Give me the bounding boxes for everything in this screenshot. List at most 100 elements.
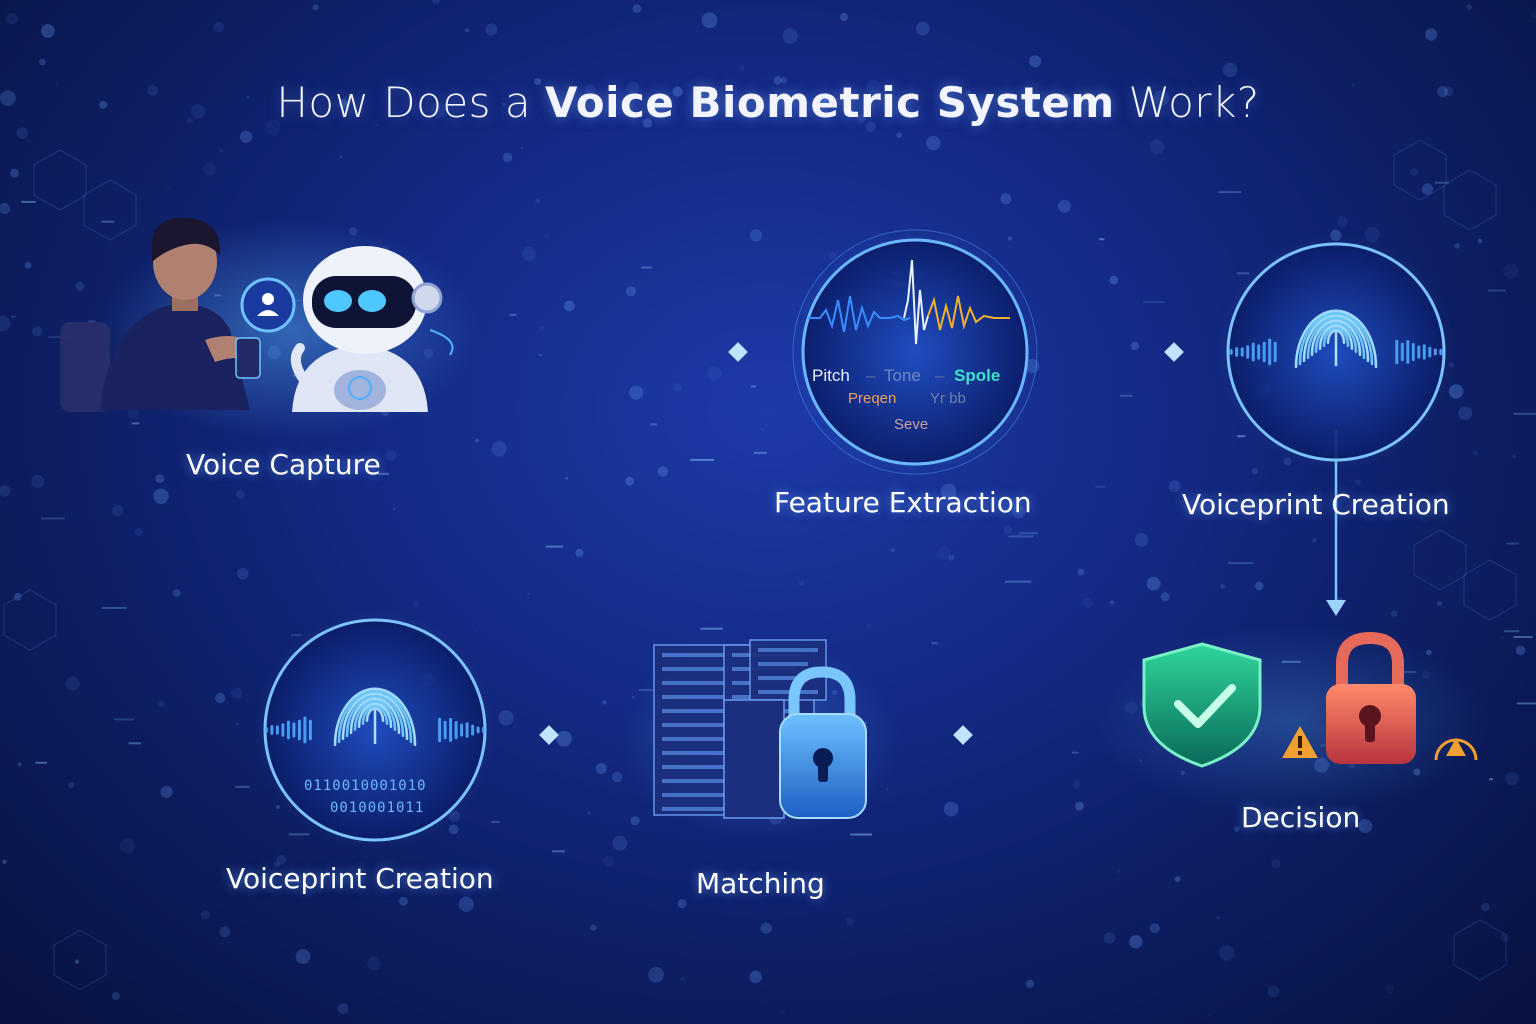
feature-tone: Tone — [884, 366, 921, 385]
bokeh-particle — [55, 81, 60, 87]
bokeh-particle — [725, 92, 732, 98]
bokeh-particle — [276, 805, 280, 809]
arrow-down-icon — [1326, 600, 1346, 616]
soundwave-bar — [454, 721, 458, 740]
fingerprint-ridge — [1322, 326, 1350, 347]
bokeh-particle — [1296, 825, 1300, 830]
server-slot — [662, 751, 736, 755]
bokeh-particle — [948, 554, 955, 561]
bokeh-particle — [2, 859, 7, 864]
bokeh-particle — [276, 854, 287, 865]
bokeh-particle — [65, 676, 80, 691]
bokeh-particle — [458, 896, 474, 912]
bokeh-particle — [625, 476, 635, 486]
bokeh-particle — [1410, 167, 1419, 176]
data-streak — [1218, 191, 1241, 194]
data-streak — [1489, 778, 1493, 781]
bokeh-particle — [1501, 636, 1504, 639]
bokeh-particle — [166, 185, 170, 189]
bokeh-particle — [236, 490, 245, 499]
connector-node-icon — [1164, 342, 1184, 362]
soundwave-bar — [281, 723, 285, 737]
bokeh-particle — [1029, 55, 1042, 68]
bokeh-particle — [817, 95, 830, 108]
bokeh-particle — [1026, 979, 1034, 988]
soundwave-bar — [1229, 349, 1233, 355]
bokeh-particle — [338, 99, 348, 109]
data-streak — [552, 850, 565, 853]
bokeh-particle — [213, 21, 225, 33]
bokeh-particle — [1234, 826, 1240, 832]
hexagon-decor — [83, 179, 137, 241]
bokeh-particle — [1358, 819, 1373, 834]
server-slot — [662, 807, 726, 811]
soundwave-bar — [275, 725, 279, 735]
soundwave-bar — [1235, 347, 1239, 357]
bokeh-particle — [672, 383, 682, 392]
title-part-3: Work? — [1114, 78, 1260, 127]
bokeh-particle — [0, 315, 11, 331]
connector-node-icon — [953, 725, 973, 745]
bokeh-particle — [625, 286, 637, 297]
bokeh-particle — [31, 475, 45, 488]
data-streak — [1513, 412, 1536, 415]
flow-connectors — [440, 342, 1346, 745]
bokeh-particle — [1160, 592, 1170, 602]
soundwave-bar — [297, 719, 301, 741]
fingerprint-ridge — [1294, 309, 1378, 369]
bokeh-particle — [657, 466, 669, 477]
bokeh-particle — [563, 300, 575, 312]
bokeh-particle — [75, 281, 85, 291]
fingerprint-ridge — [341, 692, 409, 741]
data-streak — [1506, 542, 1519, 545]
bokeh-particle — [1385, 984, 1395, 994]
hexagon-decor — [1453, 919, 1507, 981]
bokeh-particle — [865, 79, 881, 95]
voiceprint-top-circle — [1218, 234, 1454, 470]
data-streak — [750, 385, 757, 388]
bokeh-particle — [1425, 28, 1438, 41]
bokeh-particle — [611, 771, 623, 783]
feature-separator: – — [866, 366, 876, 385]
bokeh-particle — [135, 528, 143, 536]
fingerprint-ridge — [365, 707, 385, 722]
bokeh-particle — [430, 102, 447, 119]
bokeh-particle — [857, 113, 866, 123]
bokeh-particle — [886, 787, 889, 790]
server-slot — [758, 690, 818, 694]
soundwave-bar — [443, 720, 447, 740]
data-streak — [291, 634, 302, 637]
chair-icon — [60, 322, 110, 412]
data-streak — [131, 422, 140, 425]
server-slot — [662, 653, 746, 657]
bokeh-particle — [502, 152, 513, 163]
soundwave-bar — [1428, 346, 1432, 358]
bokeh-particle — [866, 623, 872, 629]
feature-pitch: Pitch — [812, 366, 850, 385]
bokeh-particle — [39, 58, 46, 66]
bokeh-particle — [1251, 467, 1259, 475]
bokeh-particle — [1448, 384, 1464, 399]
bokeh-particle — [341, 459, 346, 464]
bokeh-particle — [1351, 83, 1355, 87]
bokeh-particle — [274, 861, 280, 868]
data-streak — [1071, 751, 1079, 754]
step-label-voice-capture: Voice Capture — [186, 448, 381, 481]
bokeh-particle — [240, 130, 253, 143]
bokeh-particle — [475, 438, 479, 443]
bokeh-particle — [926, 135, 941, 151]
data-streak — [114, 718, 134, 721]
bokeh-particle — [219, 926, 231, 938]
soundwave-bar — [476, 726, 480, 734]
user-voice-icon — [240, 277, 296, 333]
bokeh-particle — [936, 546, 951, 560]
soundwave-bar — [482, 726, 486, 734]
bokeh-particle — [544, 234, 548, 238]
bokeh-particle — [535, 198, 541, 204]
bokeh-particle — [677, 899, 687, 909]
bokeh-particle — [749, 229, 763, 242]
bokeh-particle — [845, 917, 855, 926]
bokeh-particle — [1072, 780, 1081, 789]
soundwave-bar — [1417, 345, 1421, 359]
bokeh-particle — [648, 966, 664, 983]
